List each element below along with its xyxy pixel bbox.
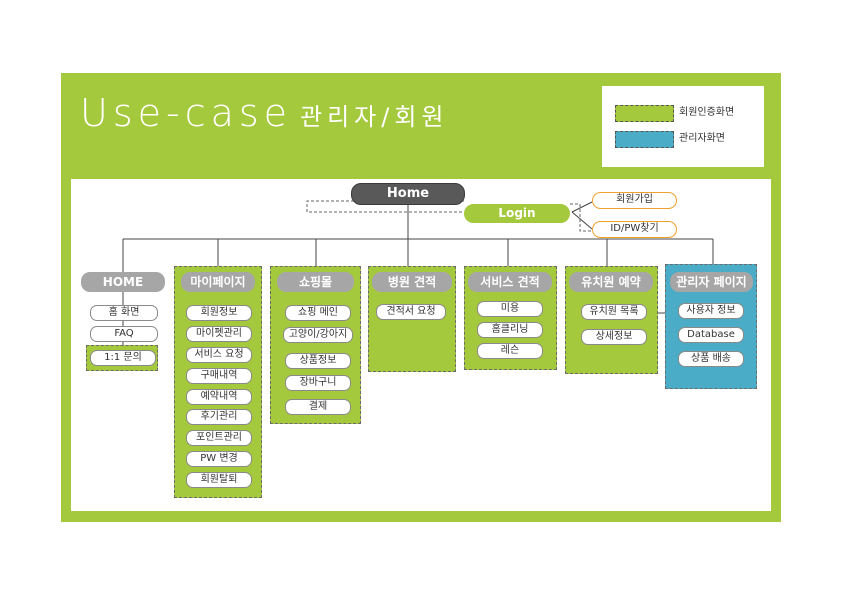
item-faq[interactable]: FAQ [90,326,158,342]
item-kindergarten-list[interactable]: 유치원 목록 [581,304,647,320]
item-estimate-request[interactable]: 견적서 요청 [376,304,446,320]
item-payment[interactable]: 결제 [285,399,351,415]
legend: 회원인증화면 관리자화면 [602,86,764,167]
item-home-screen[interactable]: 홈 화면 [90,305,158,321]
column-head-admin[interactable]: 관리자 페이지 [670,272,753,292]
item-purchase-history[interactable]: 구매내역 [186,368,252,384]
item-home-cleaning[interactable]: 홈클리닝 [477,322,543,338]
item-product-shipping[interactable]: 상품 배송 [678,351,744,367]
column-head-home[interactable]: HOME [81,272,165,292]
item-lesson[interactable]: 레슨 [477,343,543,359]
item-withdraw[interactable]: 회원탈퇴 [186,472,252,488]
item-kindergarten-detail[interactable]: 상세정보 [581,329,647,345]
legend-label-admin: 관리자화면 [679,133,725,144]
item-review[interactable]: 후기관리 [186,409,252,425]
column-head-shop[interactable]: 쇼핑몰 [277,272,354,292]
item-service-request[interactable]: 서비스 요청 [186,347,252,363]
legend-swatch-admin [615,131,674,148]
item-shop-main[interactable]: 쇼핑 메인 [285,305,351,321]
item-reservation-history[interactable]: 예약내역 [186,389,252,405]
column-head-hospital[interactable]: 병원 견적 [372,272,452,292]
legend-swatch-member [615,105,674,122]
page-subtitle: 관리자/회원 [300,103,449,131]
item-member-info[interactable]: 회원정보 [186,305,252,321]
find-idpw-node[interactable]: ID/PW찾기 [592,221,677,238]
login-node[interactable]: Login [464,204,570,223]
column-head-kindergarten[interactable]: 유치원 예약 [569,272,653,292]
signup-node[interactable]: 회원가입 [592,192,677,209]
legend-label-member: 회원인증화면 [679,107,735,118]
item-inquiry[interactable]: 1:1 문의 [90,350,156,366]
item-mypet[interactable]: 마이펫관리 [186,326,252,342]
item-grooming[interactable]: 미용 [477,301,543,317]
page-title: Use-case [80,91,293,135]
item-points[interactable]: 포인트관리 [186,430,252,446]
column-head-mypage[interactable]: 마이페이지 [181,272,255,292]
item-cat-dog[interactable]: 고양이/강아지 [283,327,353,343]
item-cart[interactable]: 장바구니 [285,375,351,391]
item-user-info[interactable]: 사용자 정보 [678,303,744,319]
column-shop [270,266,361,424]
item-product-info[interactable]: 상품정보 [285,353,351,369]
home-node[interactable]: Home [351,183,465,205]
item-database[interactable]: Database [678,327,744,343]
item-pw-change[interactable]: PW 변경 [186,451,252,467]
column-head-service[interactable]: 서비스 견적 [468,272,552,292]
